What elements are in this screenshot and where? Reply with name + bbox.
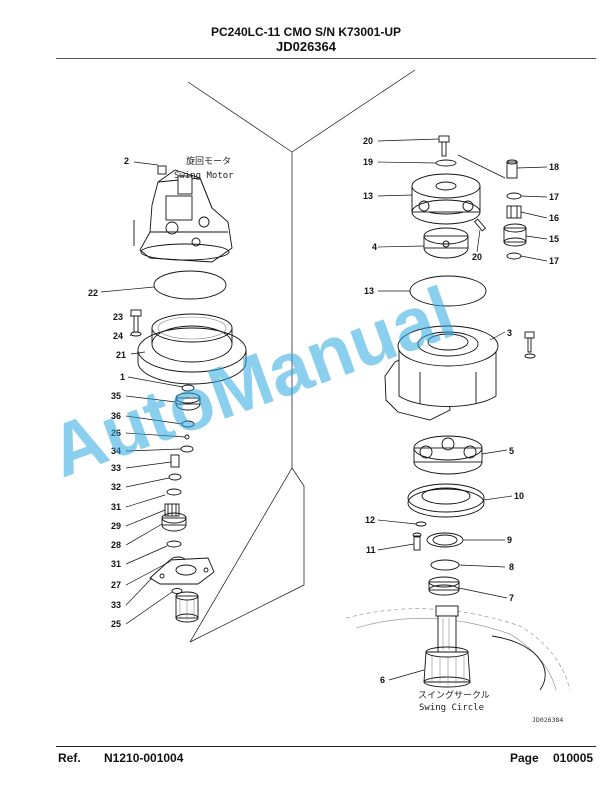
part-label: 16 (549, 213, 559, 223)
swing-circle-drawing (345, 608, 571, 691)
part-label: 10 (514, 491, 524, 501)
part-label: 34 (111, 446, 121, 456)
leader-guide (457, 154, 506, 179)
part-label: 13 (363, 191, 373, 201)
part-labels: 2 22 23 24 21 1 35 36 26 34 33 32 31 29 … (88, 136, 559, 685)
housing-3 (384, 325, 499, 421)
thrust-plate-31-upper (166, 488, 182, 496)
part-label: 9 (507, 535, 512, 545)
planet-gear-15 (503, 223, 527, 247)
header-divider (56, 58, 596, 59)
motor-caption-jp: 旋回モータ (186, 155, 231, 167)
part-label: 26 (111, 428, 121, 438)
pin-19 (473, 218, 487, 232)
leader-lines (100, 138, 548, 681)
washer-25 (130, 331, 142, 337)
circle-caption-en: Swing Circle (419, 703, 484, 713)
part-label: 5 (509, 446, 514, 456)
page-title: PC240LC-11 CMO S/N K73001-UP (210, 25, 402, 39)
page-subtitle: JD026364 (276, 39, 336, 54)
part-label: 29 (111, 521, 121, 531)
sun-gear-26 (175, 591, 199, 623)
part-label: 31 (111, 559, 121, 569)
left-section-outline (187, 81, 293, 643)
part-label: 21 (116, 350, 126, 360)
part-label: 20 (472, 252, 482, 262)
page-number: 010005 (553, 751, 594, 765)
planet-gear-30 (161, 512, 187, 532)
part-label: 23 (113, 312, 123, 322)
planet-gears-5 (413, 435, 483, 475)
part-label: 3 (507, 328, 512, 338)
lower-section-outline (189, 467, 305, 643)
part-label: 12 (365, 515, 375, 525)
bolt-11 (412, 532, 422, 551)
part-label: 22 (88, 288, 98, 298)
bearing-7 (428, 576, 460, 596)
washer-29 (166, 540, 182, 548)
needle-bearing-16 (506, 205, 522, 219)
part-label: 19 (363, 157, 373, 167)
ring-1 (181, 384, 195, 392)
top-section-outline (291, 69, 416, 153)
footer-divider (56, 746, 596, 747)
pin-33-upper (170, 454, 180, 468)
part-label: 18 (549, 162, 559, 172)
o-ring-8 (430, 559, 460, 571)
shaft-18 (506, 159, 518, 179)
part-label: 27 (111, 580, 121, 590)
bolt-3 (524, 331, 536, 359)
part-label: 36 (111, 411, 121, 421)
bearing-9 (426, 532, 464, 548)
part-label: 15 (549, 234, 559, 244)
part-label: 2 (124, 156, 129, 166)
part-label: 6 (380, 675, 385, 685)
part-label: 33 (111, 463, 121, 473)
part-label: 1 (120, 372, 125, 382)
part-label: 35 (111, 391, 121, 401)
part-label: 32 (111, 482, 121, 492)
plate-20 (435, 159, 457, 167)
motor-caption-en: Swing Motor (174, 171, 234, 181)
part-label: 13 (364, 286, 374, 296)
carrier-28 (149, 557, 215, 585)
o-ring-23 (153, 270, 227, 300)
part-label: 24 (113, 331, 123, 341)
washer-32 (168, 473, 182, 481)
part-label: 28 (111, 540, 121, 550)
swing-motor-drawing (133, 165, 233, 263)
ref-number: N1210-001004 (104, 751, 184, 765)
part-label: 20 (363, 136, 373, 146)
part-label: 31 (111, 502, 121, 512)
part-label: 17 (549, 192, 559, 202)
bolt-21 (438, 135, 450, 157)
part-label: 4 (372, 242, 377, 252)
ring-gear-22 (137, 313, 247, 385)
part-label: 11 (366, 545, 376, 555)
part-label: 33 (111, 600, 121, 610)
bearing-35 (175, 392, 201, 411)
washer-17-lower (506, 252, 522, 260)
carrier-14 (411, 173, 481, 225)
sun-gear-4 (423, 227, 469, 259)
part-label: 25 (111, 619, 121, 629)
bearing-cover-10 (407, 483, 485, 518)
pinion-shaft-6 (423, 605, 471, 688)
washer-17-upper (506, 192, 522, 200)
circle-caption-jp: スイングサークル (418, 689, 490, 701)
ref-label: Ref. (58, 751, 81, 765)
drawing-code: JD026384 (532, 716, 563, 724)
part-label: 17 (549, 256, 559, 266)
pin-33-lower (171, 588, 183, 594)
washer-12 (415, 521, 427, 527)
page-label: Page (510, 751, 539, 765)
part-label: 7 (509, 593, 514, 603)
part-label: 8 (509, 562, 514, 572)
bolt-24 (130, 309, 142, 333)
